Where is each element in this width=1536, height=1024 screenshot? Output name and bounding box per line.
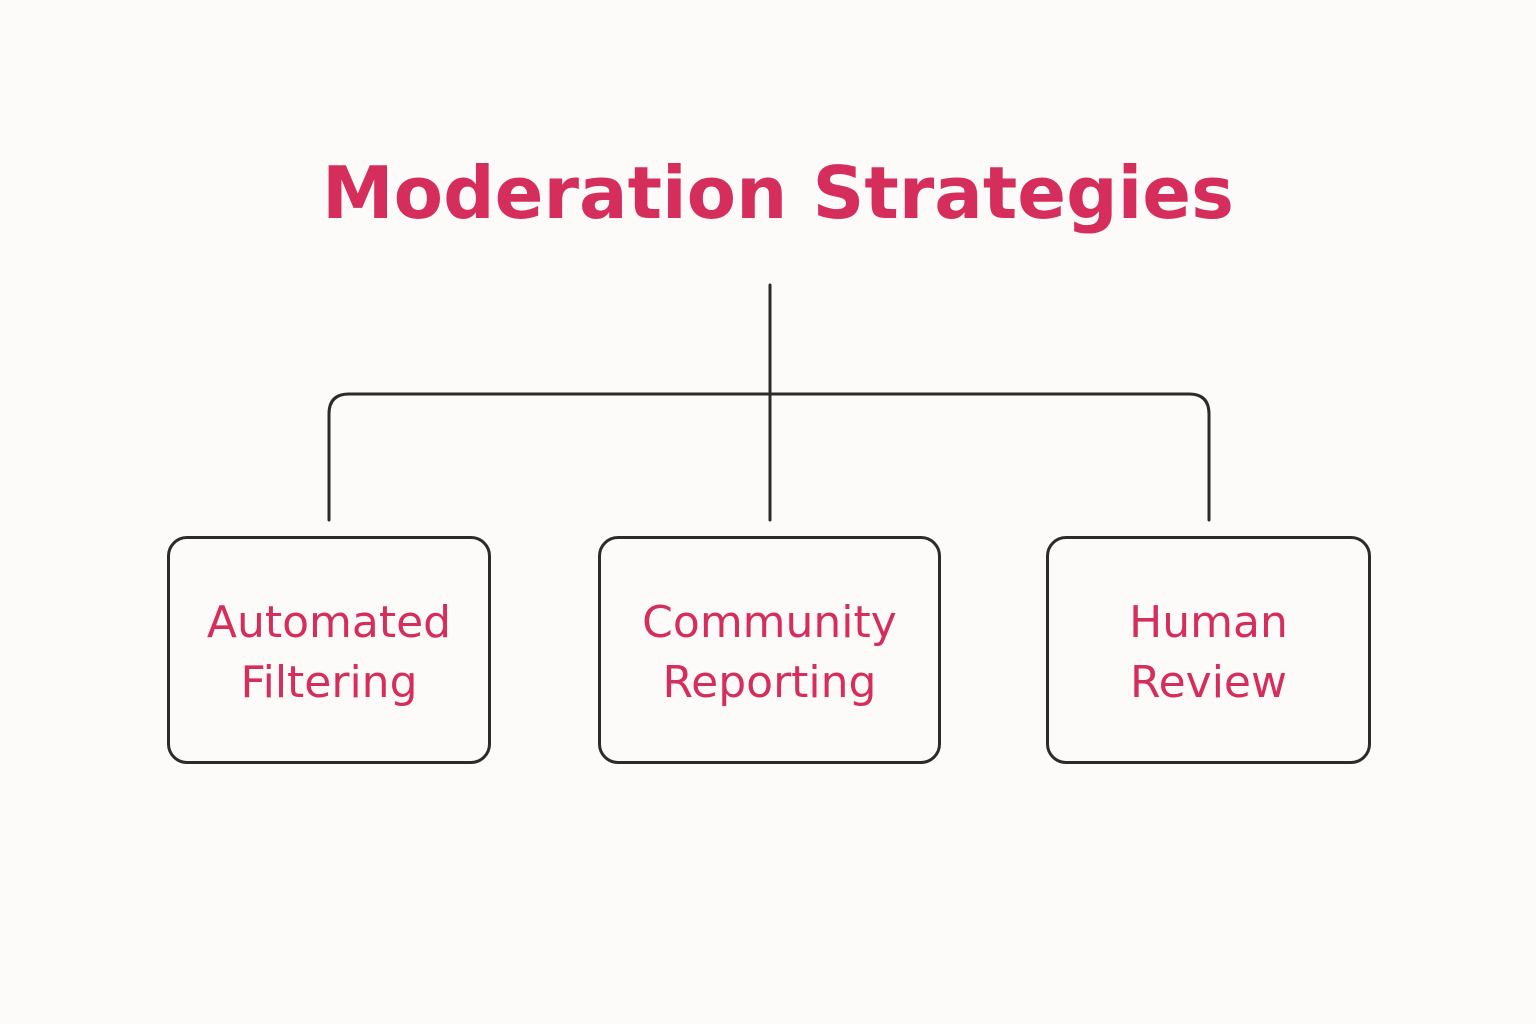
node-label-line1: Automated [206, 597, 452, 648]
diagram-title: Moderation Strategies [322, 151, 1234, 235]
node-label-line2: Reporting [662, 657, 877, 708]
node-label-line2: Filtering [240, 657, 418, 708]
node-label-line2: Review [1130, 657, 1287, 708]
node-community-reporting: Community Reporting [598, 536, 941, 764]
node-label-line1: Community [642, 597, 897, 648]
node-label: Human Review [1129, 587, 1288, 713]
node-label: Automated Filtering [207, 587, 451, 713]
node-human-review: Human Review [1046, 536, 1371, 764]
branch-line [327, 392, 1211, 522]
node-automated-filtering: Automated Filtering [167, 536, 491, 764]
node-label: Community Reporting [642, 587, 897, 713]
node-label-line1: Human [1129, 597, 1288, 648]
